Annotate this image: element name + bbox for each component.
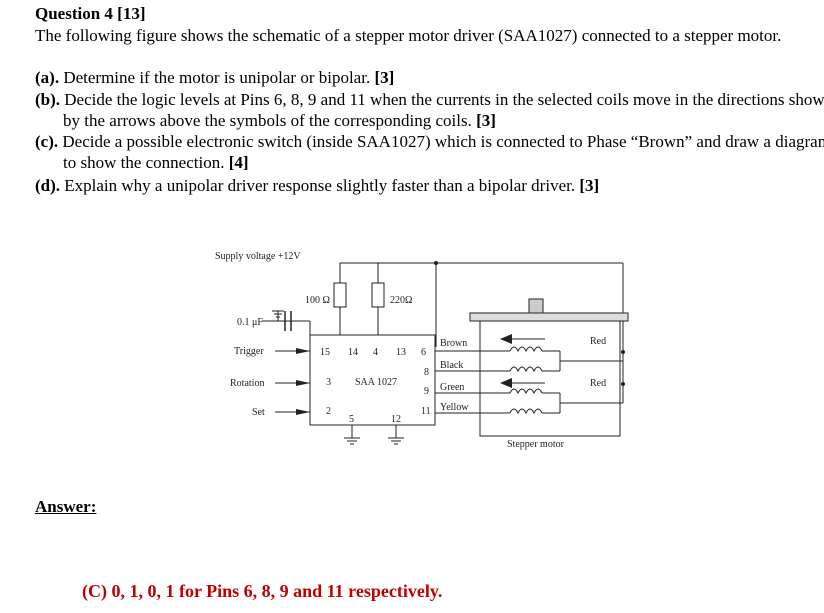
answer-text: (C) 0, 1, 0, 1 for Pins 6, 8, 9 and 11 r… xyxy=(82,581,443,601)
pin-6: 6 xyxy=(421,347,426,358)
part-b-marks: [3] xyxy=(476,111,496,130)
motor-label: Stepper motor xyxy=(507,439,565,450)
wire-black: Black xyxy=(440,360,463,371)
pin-12: 12 xyxy=(391,414,401,425)
pin-4: 4 xyxy=(373,347,378,358)
motor-shaft xyxy=(528,298,544,314)
set-label: Set xyxy=(252,407,265,418)
question-title: Question 4 [13] xyxy=(35,4,146,23)
pin-14: 14 xyxy=(348,347,358,358)
pin-8: 8 xyxy=(424,367,429,378)
pin-2: 2 xyxy=(326,406,331,417)
wire-brown: Brown xyxy=(440,338,467,349)
question-intro: The following figure shows the schematic… xyxy=(35,26,782,45)
ic-body xyxy=(309,334,436,426)
part-c-label: (c). xyxy=(35,132,59,151)
trigger-label: Trigger xyxy=(234,346,264,357)
part-d: (d). Explain why a unipolar driver respo… xyxy=(35,175,824,196)
pin-9: 9 xyxy=(424,386,429,397)
part-d-text: Explain why a unipolar driver response s… xyxy=(64,176,576,195)
r1-label: 100 Ω xyxy=(305,295,330,306)
part-c-text: Decide a possible electronic switch (ins… xyxy=(62,132,824,172)
resistor-100 xyxy=(333,282,347,308)
red-label-2: Red xyxy=(590,378,606,389)
resistor-220 xyxy=(371,282,385,308)
wire-green: Green xyxy=(440,382,464,393)
part-d-label: (d). xyxy=(35,176,61,195)
supply-label: Supply voltage +12V xyxy=(215,251,301,262)
motor-shaft-plate xyxy=(469,312,629,322)
part-a-label: (a). xyxy=(35,68,60,87)
cap-label: 0.1 μF xyxy=(237,317,263,328)
part-a: (a). Determine if the motor is unipolar … xyxy=(35,67,824,88)
red-label-1: Red xyxy=(590,336,606,347)
wire-yellow: Yellow xyxy=(440,402,469,413)
pin-15: 15 xyxy=(320,347,330,358)
ic-label: SAA 1027 xyxy=(355,377,397,388)
part-a-text: Determine if the motor is unipolar or bi… xyxy=(63,68,371,87)
part-a-marks: [3] xyxy=(374,68,395,87)
pin-3: 3 xyxy=(326,377,331,388)
pin-13: 13 xyxy=(396,347,406,358)
pin-5: 5 xyxy=(349,414,354,425)
part-b-text: Decide the logic levels at Pins 6, 8, 9 … xyxy=(63,90,824,130)
part-c: (c). Decide a possible electronic switch… xyxy=(35,131,824,173)
r2-label: 220Ω xyxy=(390,295,412,306)
rotation-label: Rotation xyxy=(230,378,264,389)
part-b: (b). Decide the logic levels at Pins 6, … xyxy=(35,89,824,131)
pin-11: 11 xyxy=(421,406,431,417)
answer-label: Answer: xyxy=(35,497,97,516)
part-b-label: (b). xyxy=(35,90,61,109)
part-d-marks: [3] xyxy=(579,176,600,195)
part-c-marks: [4] xyxy=(228,153,249,172)
